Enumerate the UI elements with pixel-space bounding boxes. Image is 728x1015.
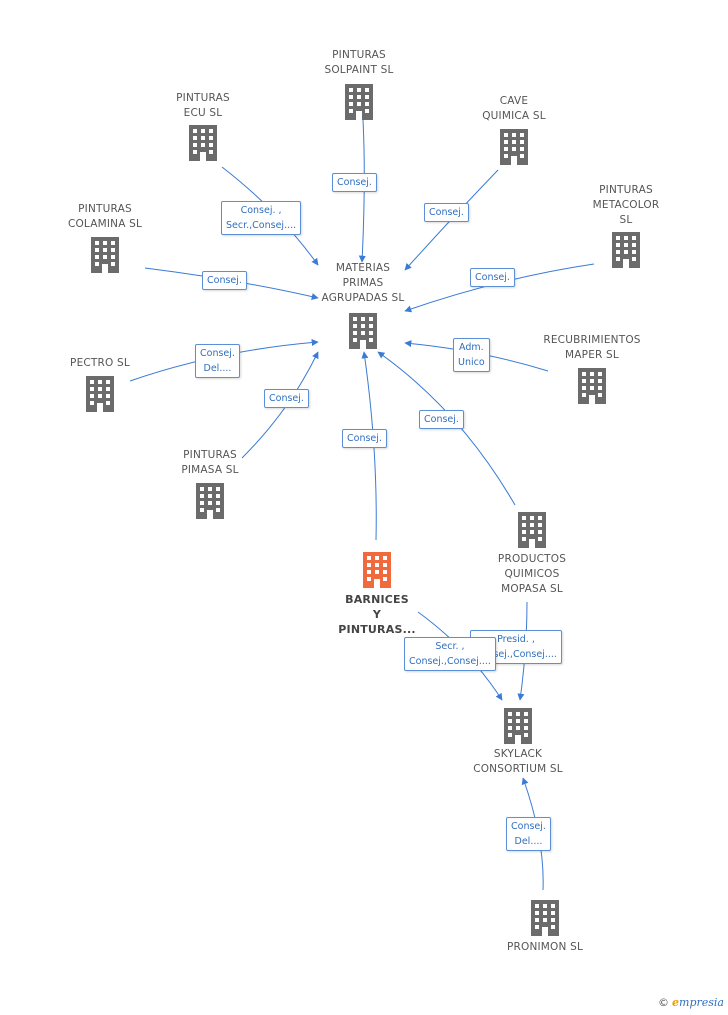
edge-barnices	[361, 351, 377, 541]
node-cave-quimica[interactable]: CAVE QUIMICA SL	[464, 94, 564, 165]
relation-label-colamina[interactable]: Consej.	[202, 271, 247, 290]
building-icon	[531, 900, 559, 936]
relation-label-pimasa[interactable]: Consej.	[264, 389, 309, 408]
building-icon	[349, 313, 377, 349]
node-label: SKYLACK CONSORTIUM SL	[473, 748, 563, 775]
copyright-symbol: ©	[658, 996, 670, 1009]
node-label: PINTURAS METACOLOR SL	[592, 184, 660, 226]
node-pinturas-solpaint[interactable]: PINTURAS SOLPAINT SL	[309, 48, 409, 120]
node-label: PRONIMON SL	[506, 941, 584, 953]
building-icon	[91, 237, 119, 273]
node-label: PINTURAS COLAMINA SL	[67, 203, 143, 230]
building-icon	[189, 125, 217, 161]
building-icon	[363, 552, 391, 588]
node-pectro[interactable]: PECTRO SL	[52, 356, 148, 412]
node-pronimon[interactable]: PRONIMON SL	[495, 900, 595, 955]
node-productos-quimicos-mopasa[interactable]: PRODUCTOS QUIMICOS MOPASA SL	[482, 512, 582, 597]
relation-label-solpaint[interactable]: Consej.	[332, 173, 377, 192]
node-barnices-y-pinturas[interactable]: BARNICES Y PINTURAS...	[327, 552, 427, 637]
building-icon	[518, 512, 546, 548]
building-icon	[500, 129, 528, 165]
relation-label-pronimon[interactable]: Consej. Del....	[506, 817, 551, 851]
building-icon	[578, 368, 606, 404]
relation-label-ecu[interactable]: Consej. , Secr.,Consej....	[221, 201, 302, 235]
node-pinturas-colamina[interactable]: PINTURAS COLAMINA SL	[55, 202, 155, 273]
node-label: PRODUCTOS QUIMICOS MOPASA SL	[497, 553, 567, 595]
node-label: MATERIAS PRIMAS AGRUPADAS SL	[321, 262, 405, 304]
building-icon	[504, 708, 532, 744]
relation-label-recubrimientos[interactable]: Adm. Unico	[453, 338, 490, 372]
node-label: RECUBRIMIENTOS MAPER SL	[543, 334, 641, 361]
building-icon	[86, 376, 114, 412]
building-icon	[612, 232, 640, 268]
building-icon	[196, 483, 224, 519]
node-label: PECTRO SL	[70, 357, 130, 369]
building-icon	[345, 84, 373, 120]
node-label: PINTURAS ECU SL	[176, 92, 230, 119]
relation-label-metacolor[interactable]: Consej.	[470, 268, 515, 287]
relation-label-cave[interactable]: Consej.	[424, 203, 469, 222]
node-skylack-consortium[interactable]: SKYLACK CONSORTIUM SL	[468, 708, 568, 777]
relation-label-pectro[interactable]: Consej. Del....	[195, 344, 240, 378]
node-label: PINTURAS PIMASA SL	[181, 449, 239, 476]
node-label: BARNICES Y PINTURAS...	[338, 593, 416, 636]
relation-label-barnices-skylack[interactable]: Secr. , Consej.,Consej....	[404, 637, 496, 671]
brand-initial: e	[672, 996, 680, 1009]
node-label: PINTURAS SOLPAINT SL	[324, 49, 394, 76]
relation-label-barnices[interactable]: Consej.	[342, 429, 387, 448]
node-pinturas-metacolor[interactable]: PINTURAS METACOLOR SL	[574, 183, 678, 268]
empresia-watermark: ©empresia	[658, 996, 724, 1009]
node-pinturas-ecu[interactable]: PINTURAS ECU SL	[153, 91, 253, 161]
node-label: CAVE QUIMICA SL	[482, 95, 546, 122]
node-recubrimientos-maper[interactable]: RECUBRIMIENTOS MAPER SL	[536, 333, 648, 404]
node-materias-primas[interactable]: MATERIAS PRIMAS AGRUPADAS SL	[311, 261, 415, 349]
node-pinturas-pimasa[interactable]: PINTURAS PIMASA SL	[160, 448, 260, 519]
relation-label-mopasa[interactable]: Consej.	[419, 410, 464, 429]
brand-name: mpresia	[679, 996, 724, 1009]
